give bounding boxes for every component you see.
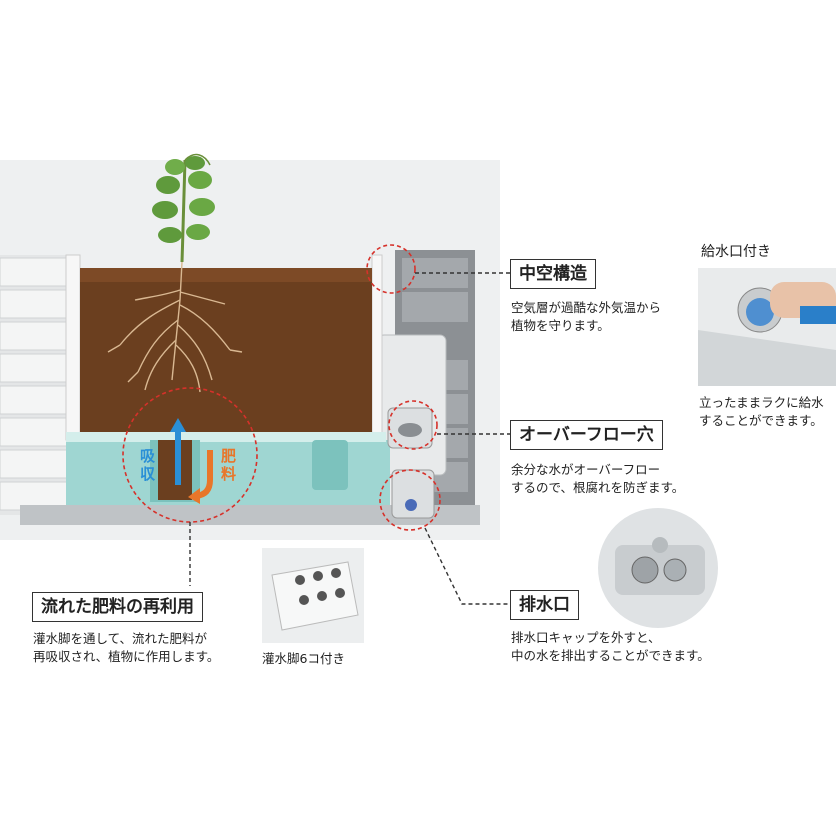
absorb-arrow	[170, 418, 186, 485]
drain-desc-2: 中の水を排出することができます。	[511, 648, 710, 663]
legs-photo	[262, 548, 364, 643]
overflow-circle	[388, 400, 438, 450]
overflow-label: オーバーフロー穴	[510, 420, 663, 450]
water-inlet-desc-1: 立ったままラクに給水	[699, 395, 824, 410]
reuse-label: 流れた肥料の再利用	[32, 592, 203, 622]
soil	[80, 268, 372, 432]
fertilizer-label: 肥料	[221, 447, 237, 483]
drain-photo	[598, 508, 718, 628]
drain-circle	[379, 469, 441, 531]
water-inlet-photo	[698, 268, 836, 386]
water-inlet-title: 給水口付き	[701, 244, 771, 260]
hollow-desc-2: 植物を守ります。	[511, 318, 610, 333]
reuse-desc-2: 再吸収され、植物に作用します。	[33, 649, 220, 664]
drain-leader	[424, 527, 510, 605]
overflow-desc-1: 余分な水がオーバーフロー	[511, 462, 661, 477]
water-inlet-desc-2: することができます。	[699, 413, 823, 428]
legs-caption: 灌水脚6コ付き	[262, 651, 345, 666]
reuse-desc-1: 灌水脚を通して、流れた肥料が	[33, 631, 208, 646]
plant	[152, 153, 215, 263]
hollow-circle	[366, 244, 416, 294]
roots	[107, 261, 243, 393]
overflow-desc-2: するので、根腐れを防ぎます。	[511, 480, 685, 495]
hollow-desc-1: 空気層が過酷な外気温から	[511, 300, 662, 315]
absorb-label: 吸収	[140, 447, 156, 483]
drain-desc-1: 排水口キャップを外すと、	[511, 630, 661, 645]
drain-label: 排水口	[510, 590, 579, 620]
water-reservoir	[66, 440, 390, 515]
hollow-label: 中空構造	[510, 259, 596, 289]
fertilizer-arrow	[188, 450, 213, 504]
